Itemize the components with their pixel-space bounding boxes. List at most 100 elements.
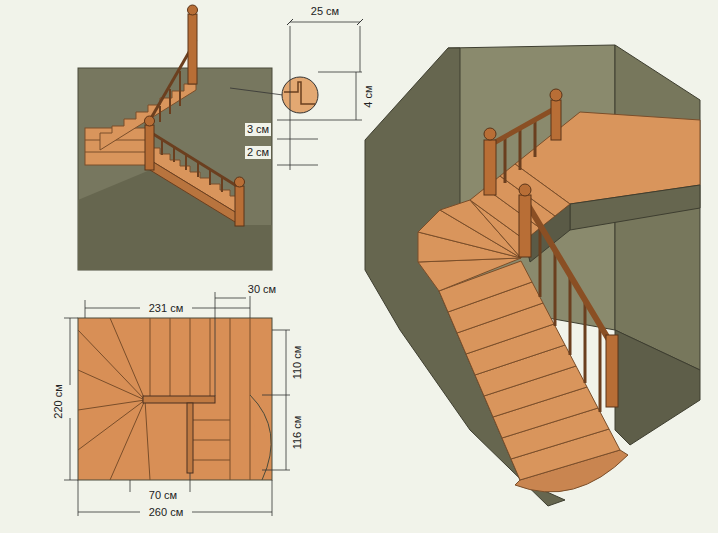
illustration-part [230,88,283,95]
illustration-part [284,82,315,104]
illustration-part [185,155,187,170]
illustration-part [504,137,507,183]
illustration-part [187,403,193,473]
illustration-part [190,473,191,492]
illustration-part [418,258,521,291]
illustration-part [519,195,531,257]
illustration-part [78,370,145,400]
illustration-part [277,120,318,121]
dimension-label: 260 см [147,506,185,519]
illustration-part [221,177,223,192]
illustration-part [290,22,360,23]
illustration-part [143,396,215,403]
illustration-part [78,480,79,516]
illustration-part [287,19,293,25]
step-detail [230,19,363,170]
illustration-part [230,318,231,480]
illustration-part [272,330,290,331]
illustration-part [192,308,250,309]
illustration-part [188,14,197,84]
illustration-part [192,512,272,513]
illustration-part [539,225,542,297]
dimension-label: 231 см [147,302,185,315]
illustration-part [64,318,78,319]
illustration-part [569,275,572,355]
illustration-part [318,120,362,121]
illustration-part [250,395,271,480]
illustration-part [615,330,700,445]
illustration-part [85,152,150,153]
illustration-part [190,420,230,421]
illustration-part [528,205,612,345]
illustration-part [150,318,151,400]
illustration-part [277,165,318,166]
illustration-part [159,106,161,122]
illustration-part [150,132,240,188]
illustration-part [210,318,211,400]
illustration-part [170,318,171,400]
illustration-part [179,71,181,106]
dimension-label: 116 см [292,413,305,451]
illustration-part [599,325,602,412]
dimension-label: 70 см [147,489,179,502]
illustration-part [519,128,522,170]
illustration-part [110,400,145,480]
illustration-part [70,418,71,480]
illustration-part [277,139,318,140]
plan-view [64,292,290,516]
illustration-part [190,318,191,400]
illustration-part [606,335,618,407]
illustration-part [551,100,561,140]
illustration-part [78,318,272,480]
illustration-part [78,512,140,513]
illustration-part [85,308,140,309]
illustration-part [490,108,556,145]
illustration-part [150,148,240,215]
illustration-part [534,120,537,157]
illustration-part [64,480,78,481]
illustration-part [197,162,199,177]
illustration-part [78,330,145,400]
dimension-label: 2 см [245,146,271,159]
illustration-part [250,318,251,480]
illustration-part [357,19,363,25]
illustration-part [150,160,240,225]
illustration-part [318,72,362,73]
isometric-view [365,45,700,506]
illustration-part [540,225,600,412]
dimension-label: 30 см [246,283,278,296]
illustration-part [161,140,163,155]
illustration-part [145,116,155,126]
dimension-label: 4 см [362,83,375,109]
illustration-part [188,5,198,15]
illustration-part [110,318,145,400]
illustration-part [484,140,496,195]
illustration-part [519,184,531,196]
illustration-part [418,164,620,480]
illustration-part [570,185,700,230]
illustration-part [190,460,230,461]
illustration-part [272,480,273,516]
illustration-part [145,125,154,170]
illustration-part [550,89,562,101]
dimension-label: 25 см [309,5,341,18]
illustration-part [554,250,557,326]
illustration-part [286,330,287,395]
illustration-part [286,395,287,470]
illustration-part [70,318,71,385]
illustration-part [235,186,244,226]
dimension-label: 3 см [245,123,271,136]
illustration-part [145,400,150,480]
illustration-part [215,298,246,299]
elevation-view [78,5,272,270]
illustration-part [78,68,272,270]
illustration-part [235,177,245,187]
illustration-part [290,26,291,170]
illustration-part [584,300,587,383]
illustration-part [190,440,230,441]
illustration-part [173,147,175,162]
illustration-part [78,400,145,450]
